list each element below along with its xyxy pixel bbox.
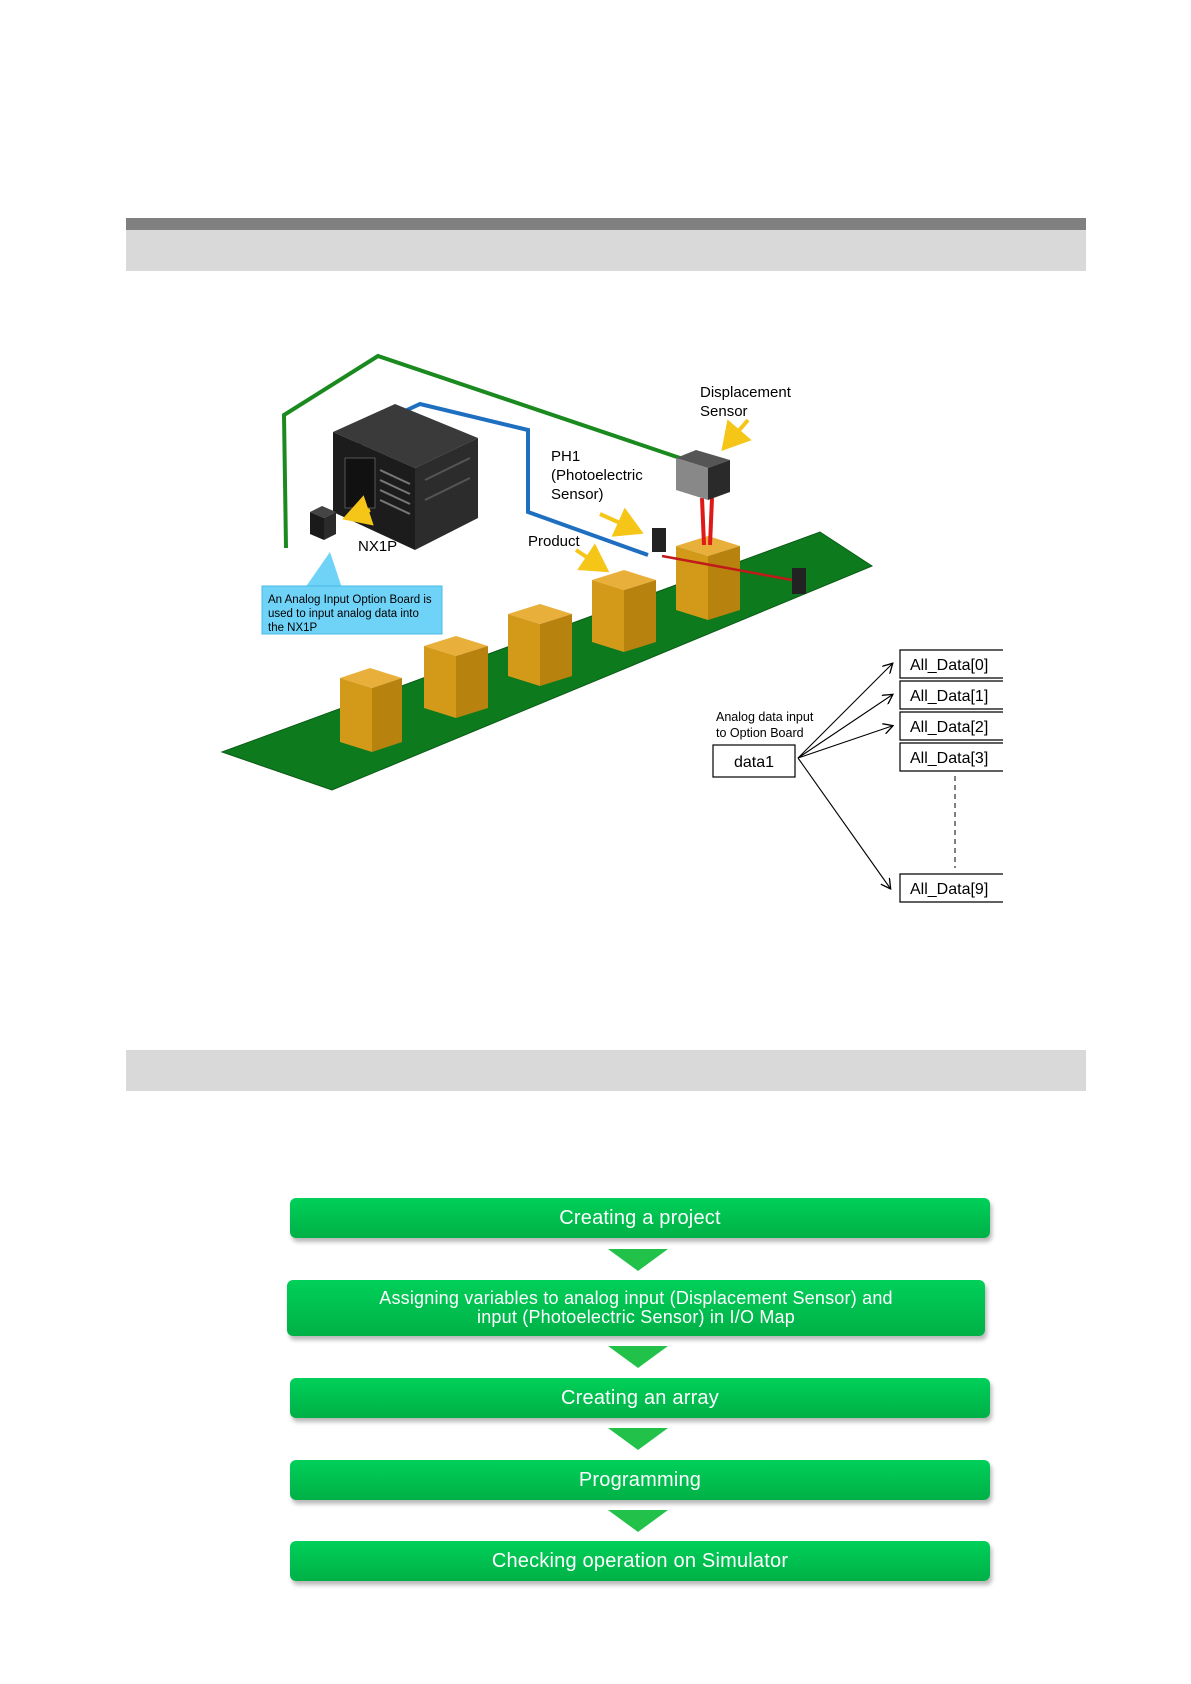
green-wire: [281, 353, 681, 549]
ph1-label: PH1 (Photoelectric Sensor): [551, 448, 647, 503]
displacement-sensor: [676, 450, 730, 500]
callout-text: An Analog Input Option Board is used to …: [268, 594, 435, 634]
down-arrow-icon: [608, 1346, 668, 1368]
photoelectric-sensor: [652, 528, 806, 594]
step-creating-project: Creating a project: [290, 1198, 990, 1238]
array-element-0: All_Data[0]: [910, 657, 988, 674]
array-element-1: All_Data[1]: [910, 688, 988, 705]
step-programming: Programming: [290, 1460, 990, 1500]
nx1p-label: NX1P: [358, 538, 397, 555]
analog-input-label: Analog data input to Option Board: [716, 710, 817, 740]
option-board-callout: [261, 585, 443, 635]
mapping-arrows: [797, 664, 892, 888]
down-arrow-icon: [608, 1428, 668, 1450]
array-element-2: All_Data[2]: [910, 719, 988, 736]
data1-box: [712, 744, 796, 778]
array-element-3: All_Data[3]: [910, 750, 988, 767]
array-element-boxes: [899, 649, 1003, 903]
down-arrow-icon: [608, 1249, 668, 1271]
section-header-bar-1: [126, 218, 1086, 271]
step-creating-array: Creating an array: [290, 1378, 990, 1418]
step-assigning-variables: Assigning variables to analog input (Dis…: [287, 1280, 985, 1336]
products: [340, 536, 740, 752]
step-checking-simulator: Checking operation on Simulator: [290, 1541, 990, 1581]
product-label: Product: [528, 533, 581, 550]
data1-label: data1: [734, 754, 774, 771]
nx1p-controller: [333, 404, 478, 550]
option-board: [310, 506, 336, 540]
array-element-9: All_Data[9]: [910, 881, 988, 898]
section-header-bar-2: [126, 1050, 1086, 1091]
down-arrow-icon: [608, 1510, 668, 1532]
displacement-sensor-label: Displacement Sensor: [700, 384, 795, 420]
